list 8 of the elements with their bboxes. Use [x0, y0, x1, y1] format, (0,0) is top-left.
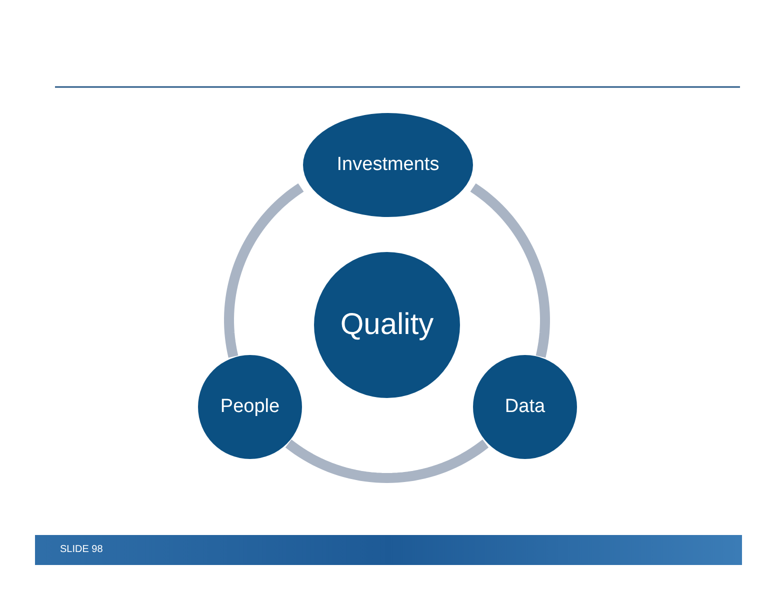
node-label: People	[220, 396, 280, 418]
ring-arc-connector	[470, 183, 550, 358]
node-label: Data	[504, 396, 546, 418]
ring-arc-connector	[224, 183, 304, 358]
node-label: Investments	[336, 154, 440, 176]
slide-number: SLIDE 98	[60, 544, 103, 555]
node-label: Quality	[340, 308, 434, 342]
ring-arc-connector	[285, 440, 489, 483]
